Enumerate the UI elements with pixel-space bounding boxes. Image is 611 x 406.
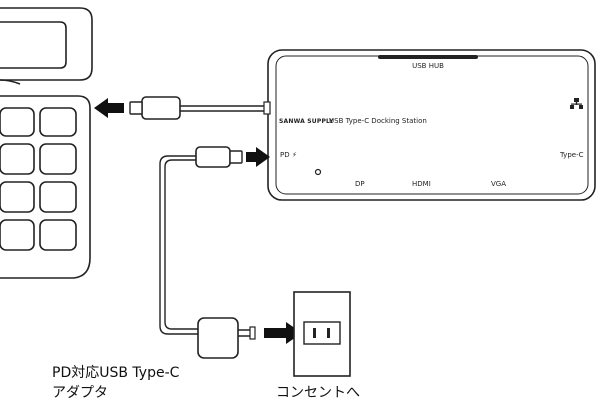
adapter-caption-line2: アダプタ [52, 385, 108, 401]
arrow-to-laptop-icon [94, 98, 124, 118]
lightning-icon: ⚡ [292, 151, 297, 159]
port-label-hdmi: HDMI [412, 180, 431, 188]
port-label-pd: PD [280, 151, 290, 159]
port-label-vga: VGA [491, 180, 506, 188]
outlet-caption: コンセントへ [276, 385, 360, 401]
laptop [0, 7, 93, 279]
arrow-to-outlet-icon [264, 322, 302, 344]
adapter-usb-c-plug [195, 146, 243, 168]
arrow-to-dock-icon [246, 147, 270, 167]
usb-hub-slot [378, 55, 478, 59]
network-lan-icon [570, 98, 583, 109]
model-name: USB Type-C Docking Station [329, 117, 427, 125]
brand-logo: SANWA SUPPLY [279, 118, 334, 125]
docking-station [263, 49, 596, 201]
power-adapter [197, 317, 256, 359]
port-label-type-c: Type-C [559, 151, 584, 159]
usb-c-cable-to-laptop [129, 96, 264, 120]
wall-outlet [293, 291, 351, 377]
adapter-cable [159, 155, 200, 335]
status-led-icon [314, 168, 322, 176]
adapter-caption-line1: PD対応USB Type-C [52, 365, 180, 381]
port-label-dp: DP [355, 180, 365, 188]
port-label-usb-hub: USB HUB [412, 62, 444, 70]
